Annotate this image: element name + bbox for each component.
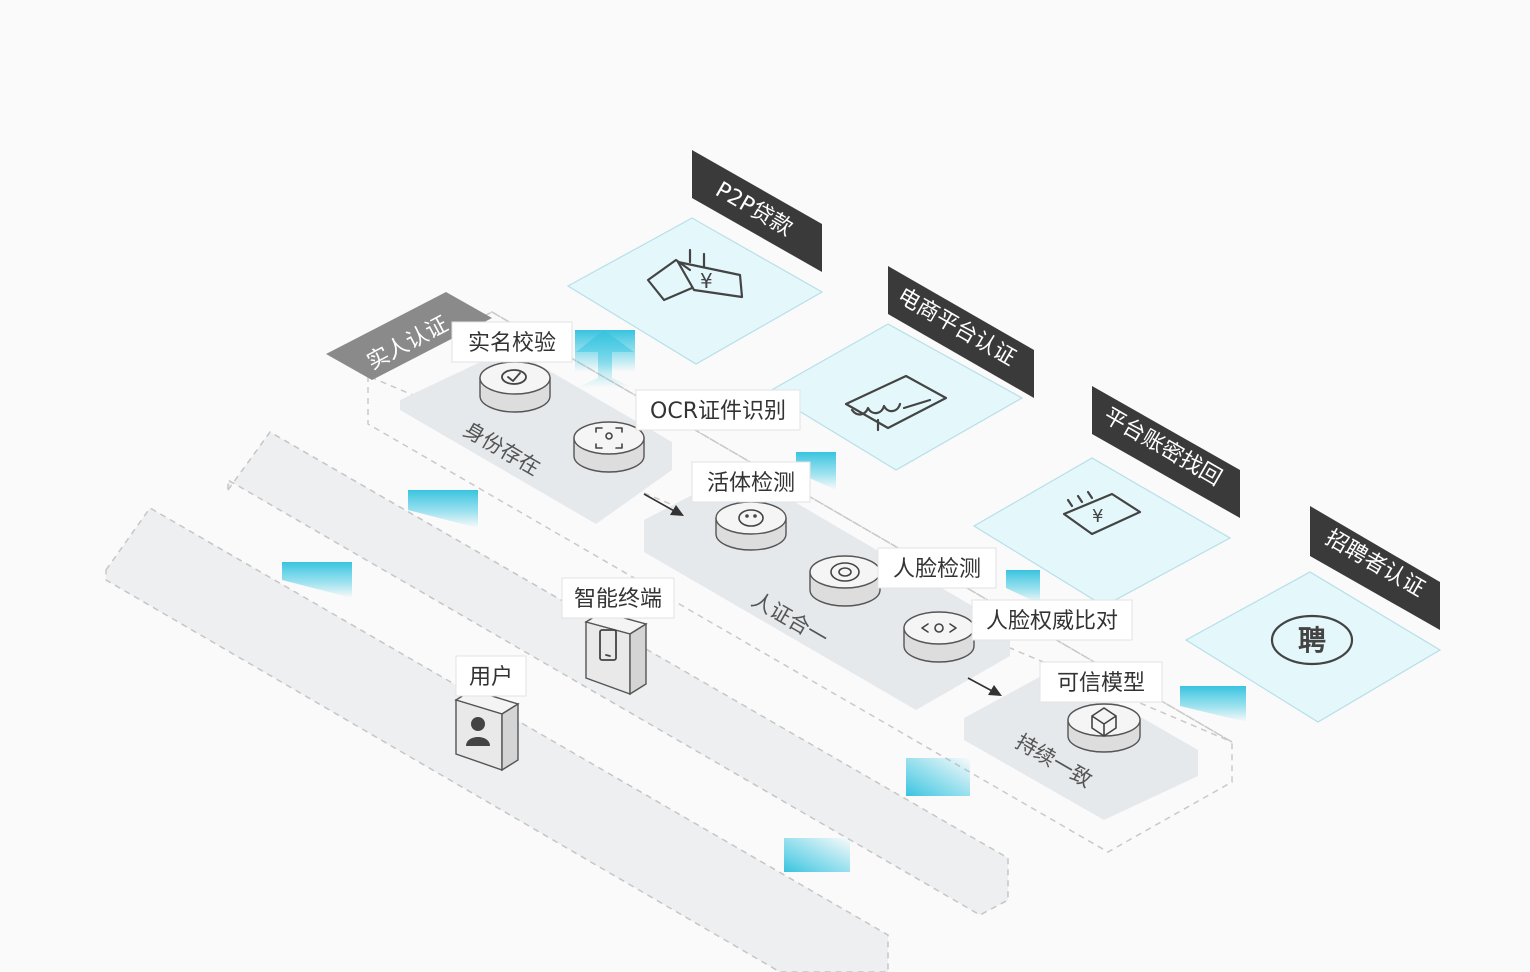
- face-compare-icon: [921, 623, 957, 633]
- step-puck-liveness[interactable]: [715, 501, 787, 551]
- flow-arrow-2: [967, 677, 1002, 696]
- flow-arrow-1: [643, 493, 684, 516]
- hire-seal-icon: 聘: [1270, 614, 1354, 666]
- up-arrow-6: [1180, 686, 1246, 722]
- svg-text:用户: 用户: [469, 665, 513, 690]
- svg-text:智能终端: 智能终端: [574, 587, 662, 612]
- svg-text:人脸检测: 人脸检测: [893, 557, 981, 582]
- up-arrow-5: [1006, 570, 1040, 604]
- svg-text:¥: ¥: [700, 269, 713, 293]
- label-terminal: 智能终端: [561, 577, 675, 619]
- label-trusted: 可信模型: [1039, 661, 1163, 703]
- down-arrow-2: [784, 838, 850, 872]
- step-puck-facedetect[interactable]: [809, 555, 881, 607]
- step-puck-facecompare[interactable]: [903, 611, 975, 663]
- svg-text:可信模型: 可信模型: [1057, 671, 1145, 696]
- svg-text:¥: ¥: [1092, 506, 1103, 527]
- notebook-icon: ¥: [1062, 490, 1142, 536]
- svg-text:活体检测: 活体检测: [707, 471, 795, 496]
- svg-text:OCR证件识别: OCR证件识别: [650, 399, 786, 424]
- label-ocr: OCR证件识别: [635, 389, 801, 431]
- svg-text:聘: 聘: [1298, 624, 1326, 657]
- up-arrow-3: [282, 562, 352, 598]
- label-user: 用户: [455, 655, 527, 697]
- label-facecompare: 人脸权威比对: [971, 599, 1133, 641]
- cube-model-icon: [1091, 707, 1117, 737]
- down-arrow-1: [906, 758, 970, 796]
- loan-tag-icon: ¥: [646, 248, 744, 302]
- step-puck-trusted[interactable]: [1067, 703, 1141, 753]
- label-facedetect: 人脸检测: [877, 547, 997, 589]
- step-puck-ocr[interactable]: [573, 421, 645, 473]
- step-puck-realname[interactable]: [479, 361, 551, 413]
- auth-group-outline: [367, 311, 1233, 853]
- up-arrow-2: [408, 490, 478, 528]
- up-arrow-1: [575, 330, 635, 388]
- scenario-card-p2p[interactable]: P2P贷款 ¥: [566, 150, 824, 365]
- label-liveness: 活体检测: [691, 461, 811, 503]
- storefront-icon: [844, 374, 948, 432]
- stage-plane-identity: [400, 348, 672, 524]
- face-detect-icon: [830, 562, 860, 582]
- terminal-pillar[interactable]: [584, 611, 648, 696]
- smartphone-icon: [599, 629, 617, 661]
- ocr-scan-icon: [595, 427, 623, 449]
- scenario-card-recovery[interactable]: 平台账密找回 ¥: [972, 386, 1240, 607]
- svg-text:实名校验: 实名校验: [468, 331, 556, 356]
- label-realname: 实名校验: [451, 321, 573, 363]
- user-icon: [466, 717, 490, 746]
- liveness-face-icon: [738, 509, 764, 527]
- id-check-icon: [501, 369, 527, 385]
- svg-text:人脸权威比对: 人脸权威比对: [986, 609, 1118, 634]
